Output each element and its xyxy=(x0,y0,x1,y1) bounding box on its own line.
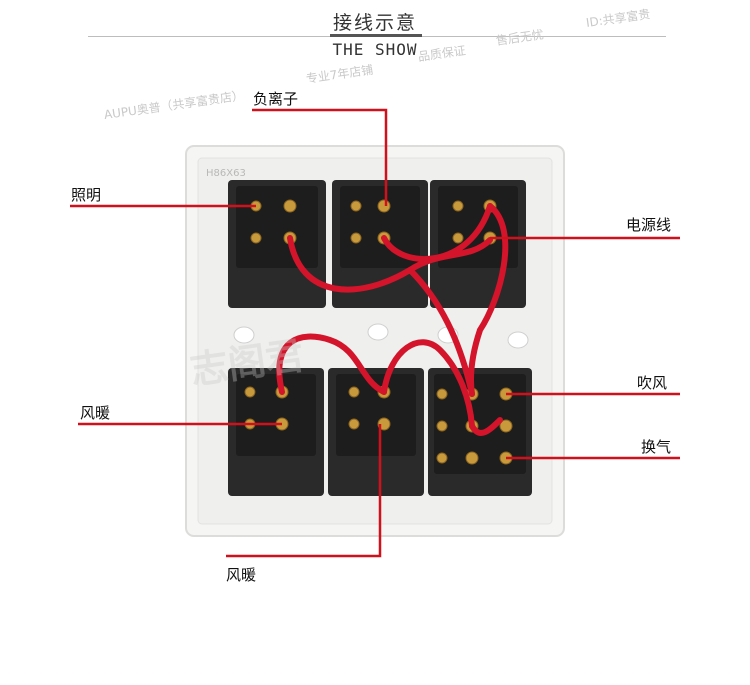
label-blow: 吹风 xyxy=(637,374,668,392)
page-title: 接线示意 xyxy=(332,12,417,34)
svg-text:H86X63: H86X63 xyxy=(206,168,246,179)
red-wires xyxy=(276,203,509,436)
label-power-line: 电源线 xyxy=(626,216,672,234)
label-negative-ion: 负离子 xyxy=(253,90,299,108)
label-heater-bottom: 风暖 xyxy=(226,566,257,584)
page-subtitle: THE SHOW xyxy=(332,40,418,59)
pointer-lines xyxy=(70,108,680,558)
switch-module-top-left xyxy=(228,180,326,308)
label-lighting: 照明 xyxy=(71,186,102,204)
title-divider-accent xyxy=(330,34,422,37)
label-ventilation: 换气 xyxy=(641,438,672,456)
label-heater-left: 风暖 xyxy=(80,404,111,422)
switch-module-top-right xyxy=(430,180,526,308)
switch-module-bottom-left xyxy=(228,368,324,496)
